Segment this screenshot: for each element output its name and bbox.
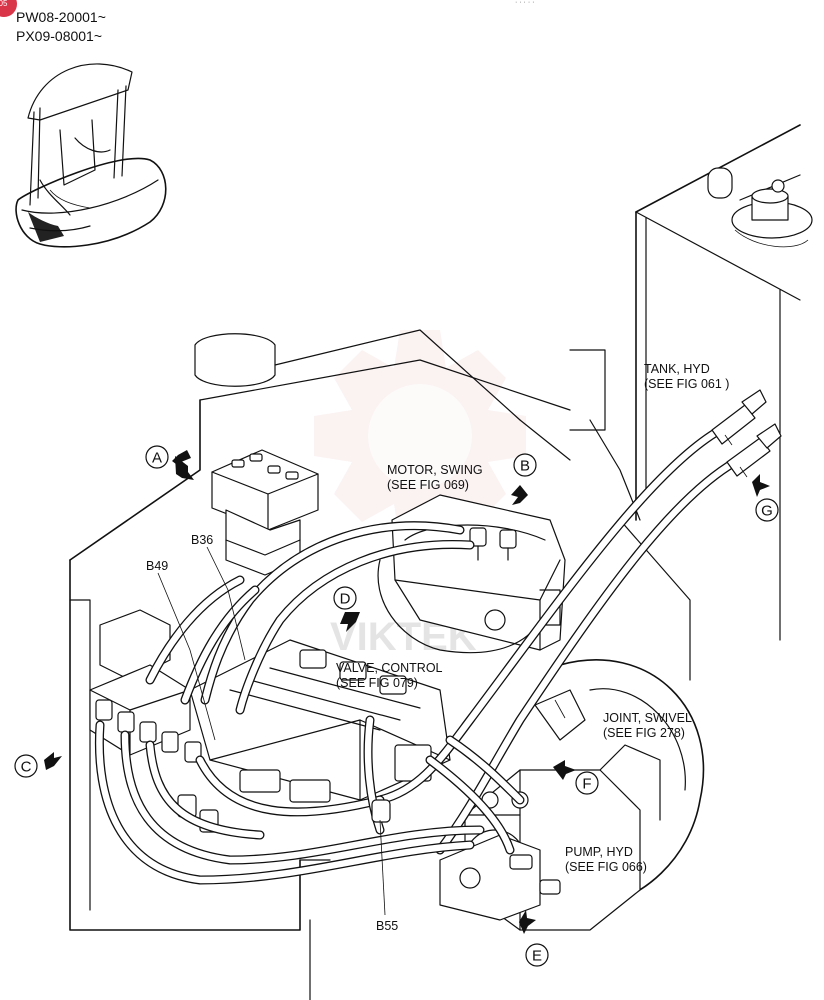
label-valve-control: VALVE, CONTROL (SEE FIG 079) (336, 661, 443, 690)
header-marks: · · · · · (515, 0, 534, 6)
callout-b: B (513, 453, 537, 477)
callout-e: E (525, 943, 549, 967)
watermark-gear (314, 330, 526, 542)
serial-number-px09: PX09-08001~ (16, 28, 102, 44)
callout-g: G (755, 498, 779, 522)
svg-text:G: G (761, 503, 773, 520)
svg-text:JOINT, SWIVEL: JOINT, SWIVEL (603, 711, 692, 725)
callout-c: C (14, 754, 38, 778)
svg-text:C: C (21, 759, 32, 776)
part-ref-b36: B36 (191, 533, 213, 547)
part-ref-b55: B55 (376, 919, 398, 933)
leader-lines (157, 546, 386, 916)
svg-text:B: B (520, 458, 530, 475)
svg-text:MOTOR, SWING: MOTOR, SWING (387, 463, 483, 477)
hose-manifold (89, 609, 219, 833)
svg-text:TANK, HYD: TANK, HYD (644, 362, 710, 376)
upper-frame (69, 329, 691, 1000)
svg-text:E: E (532, 948, 542, 965)
pilot-valve-block (211, 449, 319, 576)
hydraulic-tank (635, 124, 813, 641)
callout-a: A (145, 445, 169, 469)
hoses (94, 425, 740, 885)
callout-arrows (44, 450, 770, 934)
serial-number-pw08: PW08-20001~ (16, 9, 106, 25)
svg-text:A: A (152, 450, 162, 467)
svg-text:(SEE FIG 069): (SEE FIG 069) (387, 478, 469, 492)
hydraulic-pump (439, 744, 661, 931)
svg-text:(SEE FIG 278): (SEE FIG 278) (603, 726, 685, 740)
callout-f: F (575, 771, 599, 795)
label-tank: TANK, HYD (SEE FIG 061 ) (644, 362, 729, 391)
svg-text:D: D (340, 591, 351, 608)
svg-text:(SEE FIG 066): (SEE FIG 066) (565, 860, 647, 874)
svg-text:PUMP, HYD: PUMP, HYD (565, 845, 633, 859)
label-motor-swing: MOTOR, SWING (SEE FIG 069) (387, 463, 483, 492)
svg-text:(SEE FIG 079): (SEE FIG 079) (336, 676, 418, 690)
tank-hose-fittings (711, 389, 782, 478)
part-ref-b49: B49 (146, 559, 168, 573)
svg-text:(SEE FIG 061 ): (SEE FIG 061 ) (644, 377, 729, 391)
swing-motor (377, 494, 566, 654)
callout-d: D (333, 586, 357, 610)
swivel-joint (534, 659, 705, 906)
svg-text:05: 05 (0, 0, 8, 8)
label-pump-hyd: PUMP, HYD (SEE FIG 066) (565, 845, 647, 874)
corner-badge: 05 (0, 0, 17, 17)
svg-text:VALVE, CONTROL: VALVE, CONTROL (336, 661, 443, 675)
label-joint-swivel: JOINT, SWIVEL (SEE FIG 278) (603, 711, 692, 740)
svg-text:F: F (582, 776, 591, 793)
excavator-thumbnail (15, 63, 167, 248)
